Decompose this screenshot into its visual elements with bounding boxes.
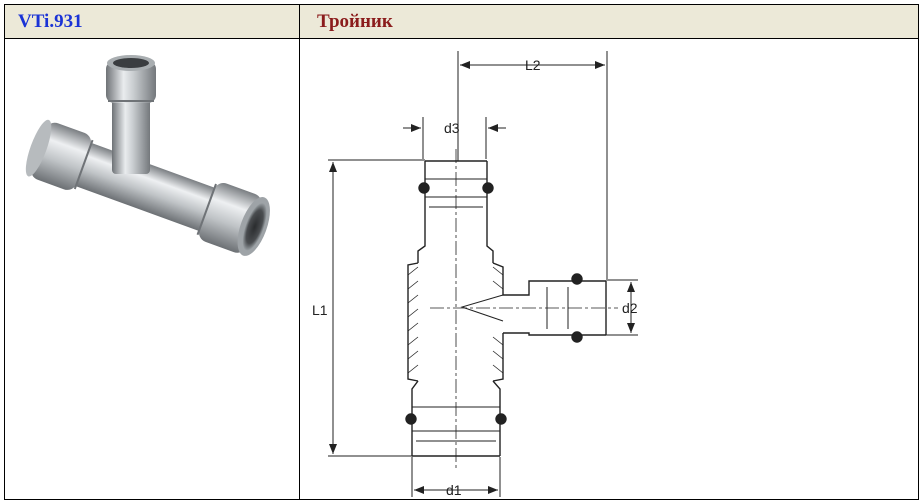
product-name-cell: Тройник — [300, 5, 918, 38]
product-table: VTi.931 Тройник — [4, 4, 919, 500]
dimension-d1-label: d1 — [446, 482, 462, 498]
dimension-d2-label: d2 — [622, 300, 638, 316]
dimension-d3-label: d3 — [444, 120, 460, 136]
dimension-l1-label: L1 — [312, 302, 328, 318]
technical-drawing-cell: L2 d3 L1 d2 d1 — [300, 39, 918, 499]
product-code: VTi.931 — [18, 11, 83, 32]
dimension-l2-label: L2 — [525, 57, 541, 73]
content-row: L2 d3 L1 d2 d1 — [5, 39, 918, 499]
product-name: Тройник — [317, 11, 393, 32]
tee-technical-drawing: L2 d3 L1 d2 d1 — [312, 51, 638, 498]
tee-fitting-photo — [25, 55, 270, 256]
product-code-cell: VTi.931 — [5, 5, 300, 38]
header-row: VTi.931 Тройник — [5, 5, 918, 39]
product-photo-cell — [5, 39, 300, 499]
